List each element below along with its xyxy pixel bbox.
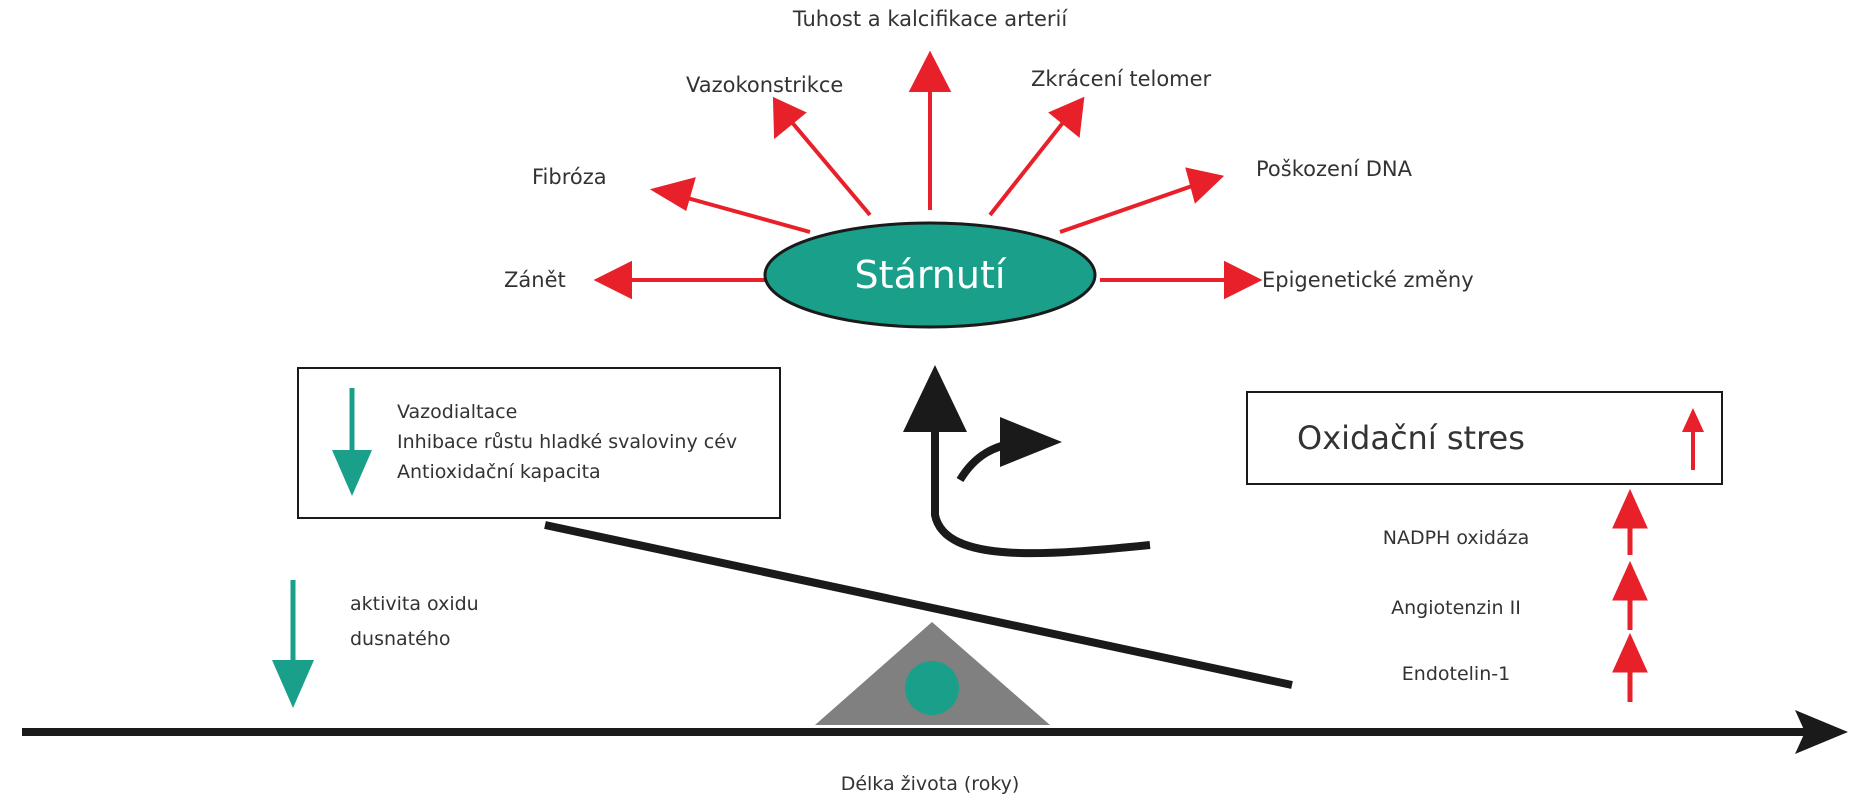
factor-angiotenzin: Angiotenzin II: [1391, 597, 1521, 619]
effect-arrows: [593, 50, 1263, 300]
label-upper-left: Vazokonstrikce: [686, 73, 843, 97]
decrease-item-1: Vazodialtace: [397, 401, 517, 423]
seesaw-pivot: [905, 661, 959, 715]
oxidative-label: Oxidační stres: [1297, 419, 1525, 457]
center-ellipse: [763, 221, 1097, 329]
label-mid-right: Poškození DNA: [1256, 157, 1413, 181]
arrow-mid-right-head: [1185, 167, 1225, 204]
curved-arrows: [903, 365, 1151, 558]
arrow-right-head: [1224, 260, 1263, 300]
arrow-upper-left: [788, 118, 872, 217]
label-mid-left: Fibróza: [532, 165, 607, 189]
arrow-mid-left: [679, 194, 811, 234]
decrease-arrow: [332, 388, 372, 496]
label-top: Tuhost a kalcifikace arterií: [792, 7, 1069, 31]
arrow-mid-left-head: [649, 177, 696, 212]
decrease-item-3: Antioxidační kapacita: [397, 461, 601, 483]
curved-arrow-up-head: [903, 365, 967, 432]
factor-endotelin: Endotelin-1: [1402, 663, 1510, 685]
arrow-top-head: [908, 50, 952, 92]
curved-arrow-path: [931, 420, 1151, 558]
no-activity-line1: aktivita oxidu: [350, 593, 479, 615]
arrow-mid-right: [1059, 183, 1196, 234]
label-right: Epigenetické změny: [1262, 268, 1474, 292]
decrease-box: [297, 367, 781, 519]
seesaw-beam: [544, 521, 1293, 689]
oxidative-box: [1246, 391, 1723, 485]
arrow-upper-right: [988, 118, 1067, 217]
lifespan-axis-head: [1795, 710, 1848, 754]
arrow-left-head: [593, 260, 632, 300]
label-upper-right: Zkrácení telomer: [1031, 67, 1212, 91]
no-activity-line2: dusnatého: [350, 628, 451, 650]
arrow-upper-right-head: [1048, 96, 1085, 138]
oxidative-up-arrow: [1682, 408, 1704, 470]
factor-nadph: NADPH oxidáza: [1383, 527, 1530, 549]
decrease-item-2: Inhibace růstu hladké svaloviny cév: [397, 431, 737, 453]
curved-arrow-right-head: [1000, 417, 1062, 467]
no-activity-arrow: [272, 580, 314, 708]
factor-arrows: [1612, 488, 1648, 702]
center-label: Stárnutí: [855, 253, 1007, 297]
axis-label: Délka života (roky): [841, 773, 1020, 795]
arrow-upper-left-head: [772, 96, 807, 140]
label-left: Zánět: [504, 268, 566, 292]
